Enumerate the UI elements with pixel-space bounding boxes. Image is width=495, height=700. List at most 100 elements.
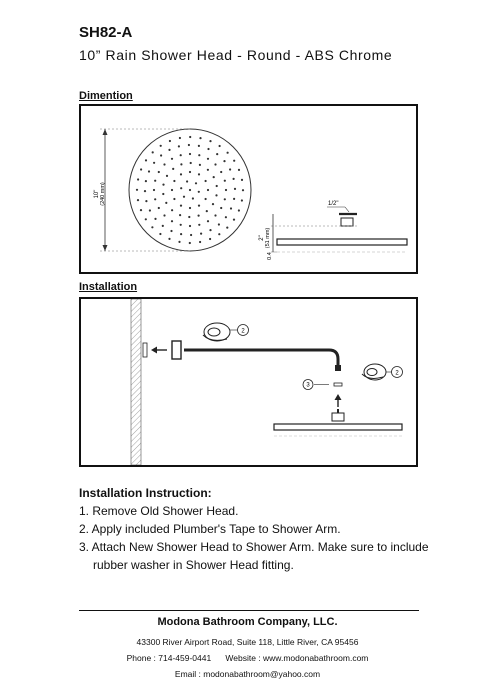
nozzle: [212, 176, 215, 179]
nozzle: [144, 159, 148, 162]
leader-line: [344, 206, 350, 213]
nozzle: [216, 153, 219, 156]
nozzle: [178, 240, 181, 243]
nozzle: [214, 214, 217, 217]
instruction-step-continued: rubber washer in Shower Head fitting.: [93, 558, 294, 572]
callout-2-label: 2: [241, 328, 245, 334]
nozzle: [217, 223, 220, 226]
nozzle: [206, 168, 209, 171]
arrowhead: [102, 129, 108, 135]
nozzle: [179, 223, 182, 226]
nozzle: [151, 226, 154, 229]
nozzle: [180, 163, 183, 166]
installation-drawing: 2 2 3: [130, 298, 403, 466]
nozzle: [137, 178, 140, 181]
footer-divider: [79, 610, 419, 611]
diameter-inches-label: 10": [94, 190, 100, 199]
nozzle: [214, 163, 217, 166]
nozzle: [209, 237, 212, 241]
nozzle: [157, 206, 160, 210]
nozzle: [163, 214, 166, 217]
nozzle: [224, 216, 227, 219]
nozzle: [140, 168, 143, 171]
nozzle: [173, 197, 176, 201]
nozzle: [215, 184, 218, 188]
nozzle: [162, 183, 165, 186]
nozzle: [189, 161, 192, 165]
nozzle: [188, 152, 192, 156]
new-shower-head: [273, 423, 403, 431]
nozzle: [205, 210, 208, 213]
callout-2-circle: [237, 324, 249, 336]
nozzle: [188, 206, 192, 210]
rubber-washer: [333, 382, 343, 387]
nozzle: [233, 187, 237, 190]
diameter-mm-label: (240 mm): [100, 182, 106, 206]
nozzle: [165, 201, 168, 204]
nozzle: [224, 188, 228, 192]
nozzle: [189, 135, 192, 139]
shower-head-side: [276, 238, 408, 246]
height-mm-label: (51 mm): [265, 228, 271, 249]
nozzle: [170, 229, 173, 233]
instructions-title: Installation Instruction:: [79, 486, 212, 500]
old-shower-head: [171, 340, 182, 360]
nozzle: [188, 224, 192, 228]
nozzle: [180, 233, 183, 236]
nozzle: [206, 157, 210, 160]
nozzle: [232, 218, 236, 221]
nozzle: [197, 204, 201, 207]
company-address: 43300 River Airport Road, Suite 118, Lit…: [136, 637, 359, 647]
nozzle: [200, 232, 203, 235]
nozzle: [223, 198, 226, 201]
nozzle: [197, 190, 200, 193]
nozzle: [148, 209, 151, 212]
website[interactable]: Website : www.modonabathroom.com: [225, 653, 369, 663]
contact-line: Phone : 714-459-0441 Website : www.modon…: [0, 653, 495, 663]
nozzle: [198, 154, 201, 157]
nozzle: [160, 154, 163, 157]
nozzle: [154, 217, 157, 220]
nozzle: [145, 200, 148, 203]
nozzle: [153, 161, 156, 164]
nozzle: [241, 189, 245, 192]
arrow-icon: [334, 394, 342, 400]
company-name: Modona Bathroom Company, LLC.: [157, 616, 338, 628]
nozzle: [187, 143, 190, 147]
thread-size-label: 1/2": [328, 201, 338, 207]
email[interactable]: Email : modonabathroom@yahoo.com: [174, 669, 321, 679]
nozzle: [188, 241, 191, 245]
thickness-label: 0.4: [267, 252, 273, 260]
shower-head-connector: [331, 412, 345, 422]
wall-flange: [142, 342, 148, 358]
nozzle: [151, 151, 154, 154]
nozzle: [172, 167, 175, 170]
nozzle: [223, 160, 226, 163]
section-heading-installation: Installation: [79, 281, 138, 293]
nozzle: [209, 140, 212, 143]
arm-end-fitting: [335, 365, 341, 371]
nozzle: [220, 206, 223, 210]
nozzle: [191, 197, 194, 200]
nozzle: [199, 240, 202, 244]
nozzle: [177, 145, 180, 148]
nozzle: [136, 199, 140, 202]
nozzle-pattern: [135, 135, 245, 245]
nozzle: [170, 188, 174, 192]
nozzle: [237, 209, 240, 212]
installation-diagram: 2 2 3: [79, 297, 418, 467]
nozzle: [204, 197, 207, 201]
instruction-step: 2. Apply included Plumber's Tape to Show…: [79, 522, 341, 536]
nozzle: [152, 188, 156, 192]
nozzle: [240, 199, 243, 202]
nozzle: [144, 218, 147, 221]
connector-fitting: [340, 217, 354, 227]
nozzle: [162, 192, 165, 196]
phone-number: Phone : 714-459-0441: [126, 653, 212, 663]
section-heading-dimension: Dimention: [79, 90, 133, 102]
nozzle: [204, 179, 207, 183]
nozzle: [170, 220, 174, 223]
nozzle: [163, 163, 166, 166]
nozzle: [190, 233, 193, 237]
nozzle: [139, 209, 143, 212]
